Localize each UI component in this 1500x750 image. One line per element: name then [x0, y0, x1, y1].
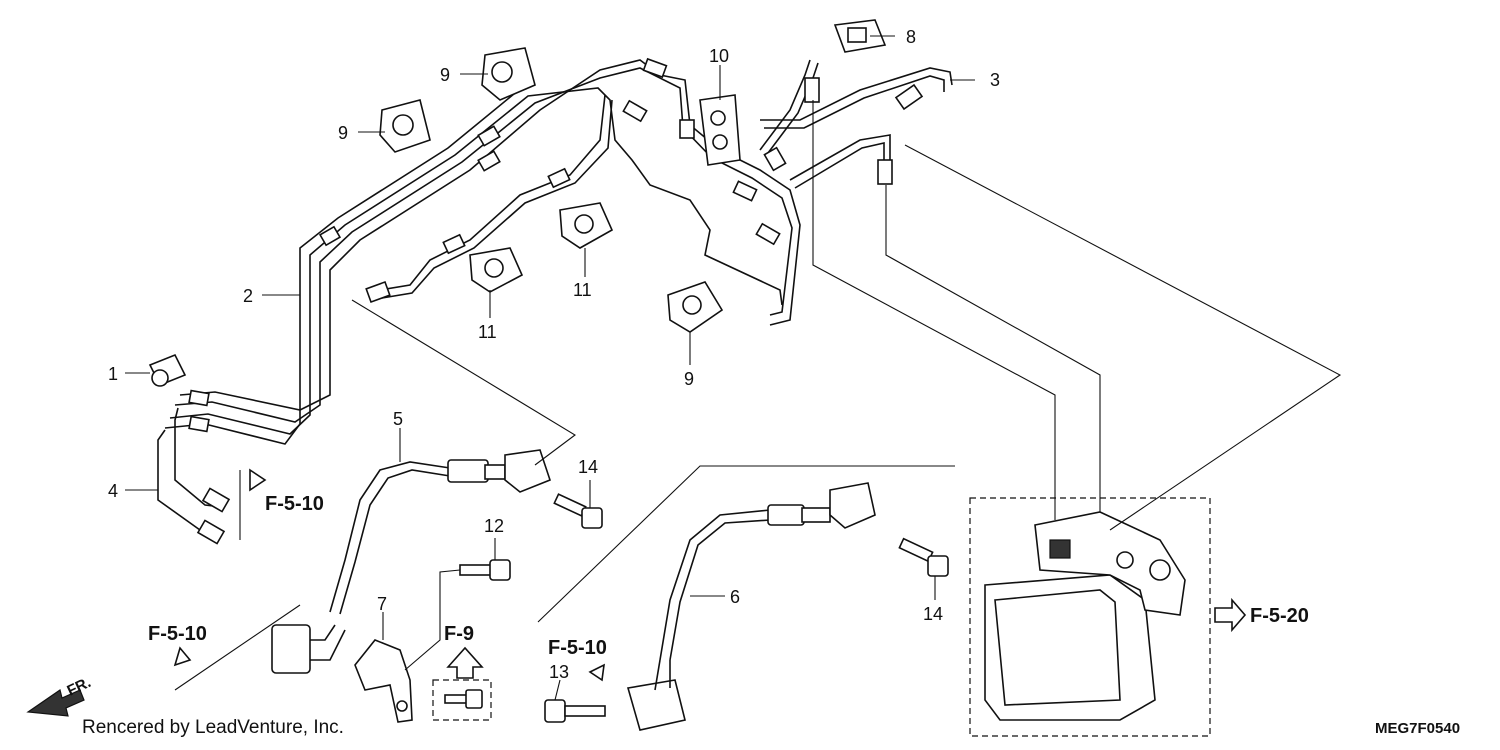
clamp-1[interactable]	[148, 353, 187, 387]
brake-pipe-bundle[interactable]	[157, 57, 953, 545]
abs-modulator-unit[interactable]	[969, 497, 1211, 737]
f9-reference-box	[432, 679, 492, 721]
part-label: 11	[573, 280, 592, 300]
diagram-code: MEG7F0540	[1375, 720, 1460, 737]
ref-f-9: F-9	[444, 623, 474, 645]
clamp-8[interactable]	[833, 19, 887, 53]
bolt-13[interactable]	[544, 699, 606, 723]
leader-lines	[125, 35, 1342, 701]
front-direction-arrow	[26, 689, 85, 717]
part-label: 10	[709, 46, 729, 66]
ref-f-5-10: F-5-10	[148, 623, 207, 645]
part-label: 1	[108, 364, 118, 384]
part-label: 6	[730, 587, 740, 607]
ref-f-5-10: F-5-10	[548, 637, 607, 659]
clamp-11-right[interactable]	[559, 202, 614, 249]
brake-hose-6[interactable]	[626, 482, 876, 731]
ref-f-5-10: F-5-10	[265, 493, 324, 515]
part-label: 11	[478, 322, 497, 342]
part-label: 14	[578, 457, 598, 477]
part-label: 3	[990, 70, 1000, 90]
bolt-14-upper[interactable]	[553, 493, 603, 529]
credit-text: Rencered by LeadVenture, Inc.	[82, 717, 344, 738]
ref-f-5-20: F-5-20	[1250, 605, 1309, 627]
front-label: FR.	[65, 674, 94, 700]
part-label: 5	[393, 409, 403, 429]
part-label: 12	[484, 516, 504, 536]
part-label: 7	[377, 594, 387, 614]
part-label: 14	[923, 604, 943, 624]
part-label: 9	[684, 369, 694, 389]
clamp-10[interactable]	[699, 94, 741, 166]
part-label: 4	[108, 481, 118, 501]
part-label: 2	[243, 286, 253, 306]
brake-hose-5[interactable]	[271, 449, 551, 674]
part-label: 9	[440, 65, 450, 85]
bolt-14-lower[interactable]	[898, 537, 949, 577]
page-references: F-5-10 F-5-10 F-5-10 F-9 F-5-20	[148, 493, 1309, 659]
bolt-12[interactable]	[459, 559, 511, 581]
part-label: 8	[906, 27, 916, 47]
clamp-11-left[interactable]	[469, 247, 524, 293]
part-label: 13	[549, 662, 569, 682]
clamp-9-top[interactable]	[481, 47, 536, 101]
clamp-9-left[interactable]	[379, 99, 431, 153]
part-number-labels: 1 2 3 4 5 6 7 8 9 9 9 10 11 11 12 13 14 …	[108, 27, 1000, 682]
part-label: 9	[338, 123, 348, 143]
bracket-7[interactable]	[354, 639, 413, 723]
reference-arrows	[173, 468, 1247, 682]
clamp-9-lower[interactable]	[667, 281, 724, 333]
